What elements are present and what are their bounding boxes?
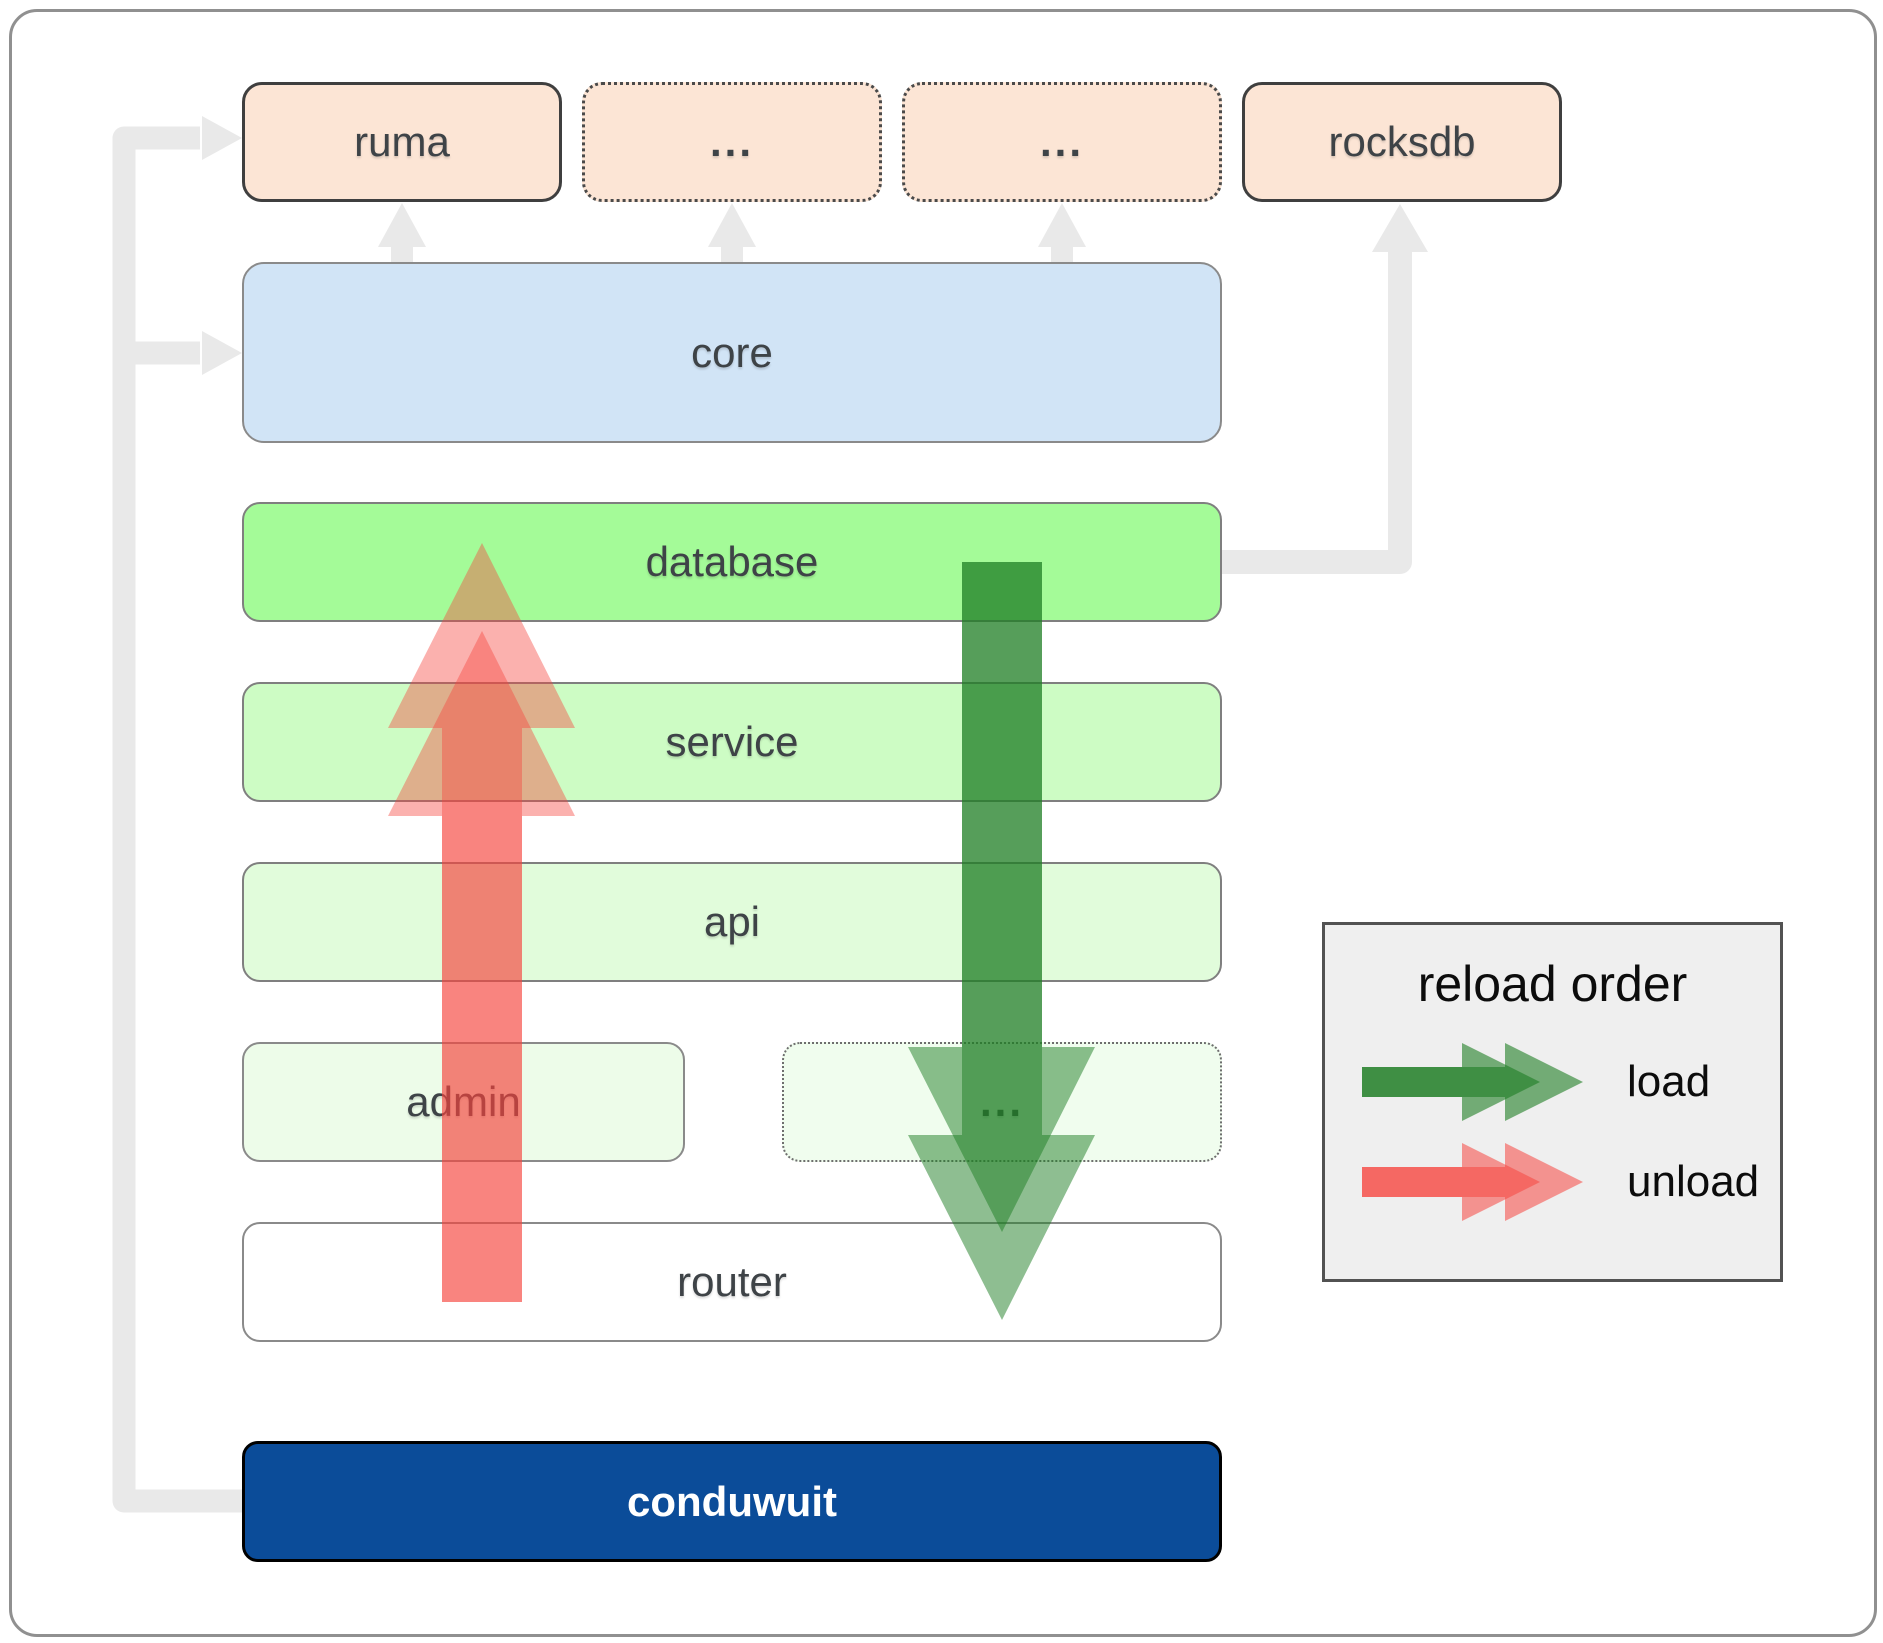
box-more-left: ... — [582, 82, 882, 202]
box-service: service — [242, 682, 1222, 802]
box-ruma: ruma — [242, 82, 562, 202]
legend-title: reload order — [1417, 956, 1688, 1012]
box-admin-more: ... — [782, 1042, 1222, 1162]
box-more-right: ... — [902, 82, 1222, 202]
box-router: router — [242, 1222, 1222, 1342]
box-api: api — [242, 862, 1222, 982]
legend-load-label: load — [1627, 1057, 1711, 1106]
box-database: database — [242, 502, 1222, 622]
box-admin: admin — [242, 1042, 685, 1162]
box-core: core — [242, 262, 1222, 443]
diagram-border — [9, 9, 1877, 1637]
legend-box: reload order — [1322, 922, 1783, 1282]
box-rocksdb: rocksdb — [1242, 82, 1562, 202]
box-conduwuit: conduwuit — [242, 1441, 1222, 1562]
legend-unload-label: unload — [1627, 1157, 1760, 1206]
